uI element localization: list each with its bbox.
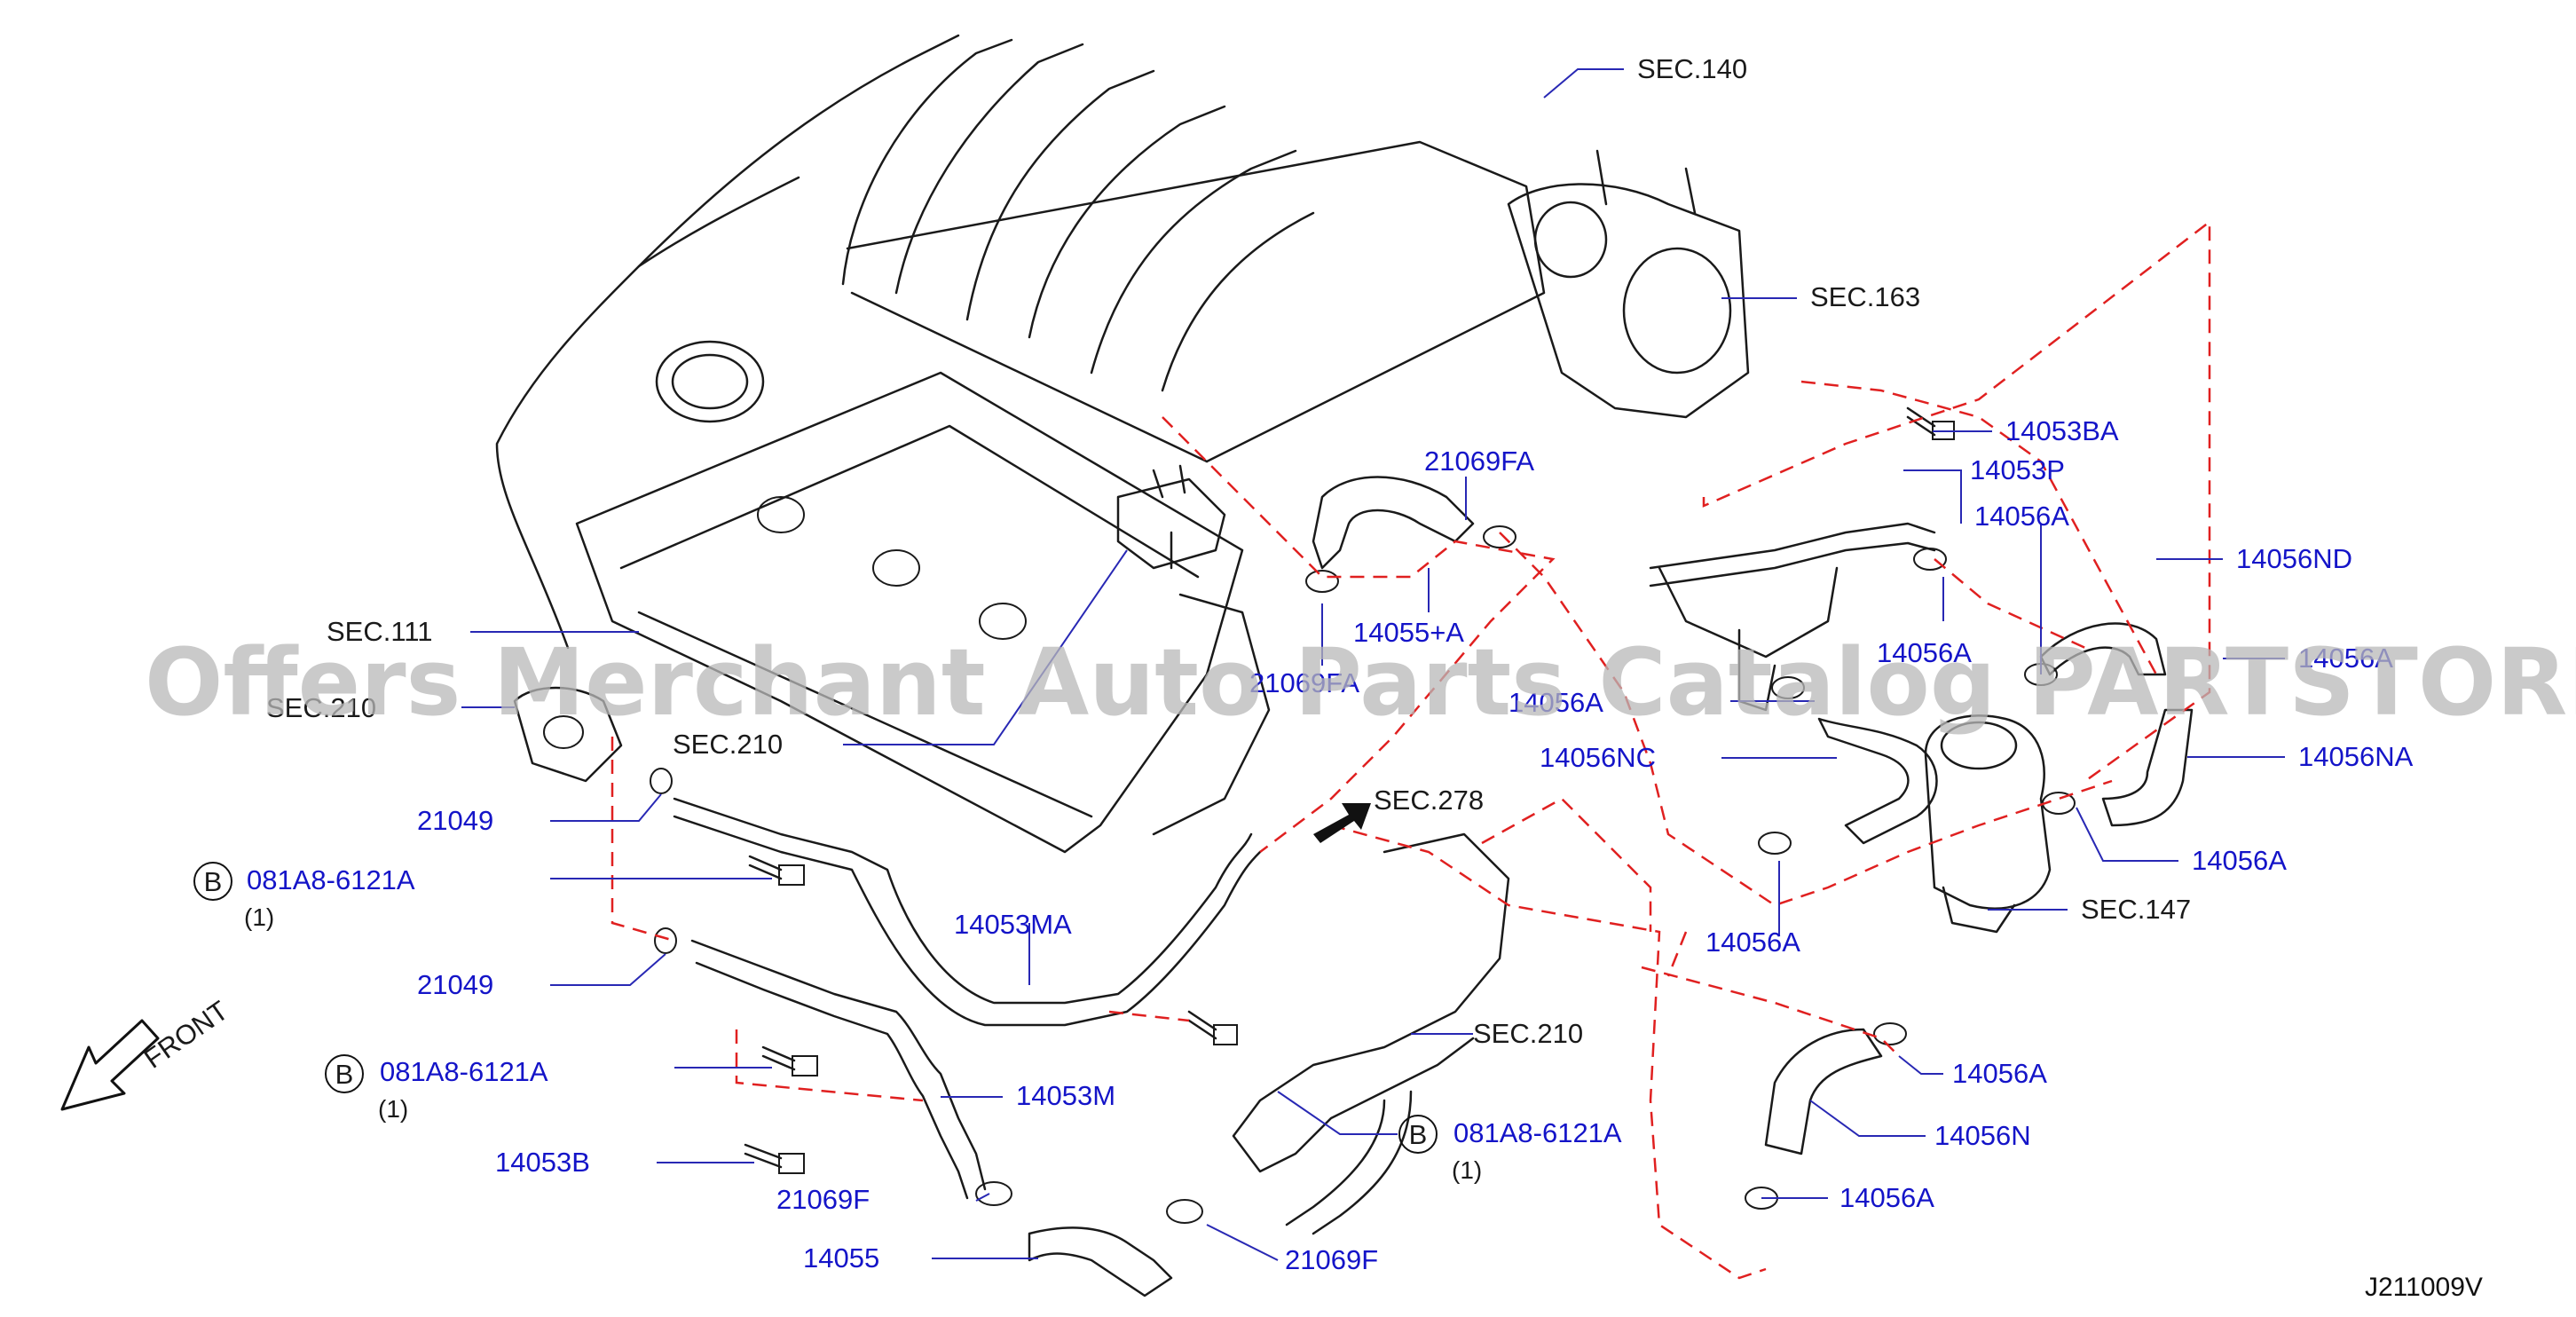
label-14056na[interactable]: 14056NA [2298, 741, 2414, 772]
label-qty-1: (1) [244, 903, 274, 931]
label-sec140[interactable]: SEC.140 [1637, 53, 1747, 84]
hoses [650, 406, 2194, 1297]
callout-b-2: B [325, 1054, 364, 1093]
label-21069fa-bottom[interactable]: 21069FA [1249, 667, 1359, 698]
label-14055[interactable]: 14055 [803, 1242, 879, 1274]
label-21069f-2[interactable]: 21069F [1285, 1244, 1378, 1275]
label-21049-2[interactable]: 21049 [417, 969, 493, 1000]
callout-b-letter: B [1409, 1119, 1428, 1150]
assembly-dash-lines [611, 219, 2211, 1280]
label-14055-a[interactable]: 14055+A [1353, 617, 1464, 648]
label-14056a-3[interactable]: 14056A [2298, 643, 2393, 674]
callout-b-3: B [1398, 1115, 1438, 1154]
label-sec210-left[interactable]: SEC.210 [266, 692, 376, 723]
callout-b-letter: B [204, 866, 223, 897]
label-sec210-mid[interactable]: SEC.210 [673, 729, 783, 760]
label-sec163[interactable]: SEC.163 [1810, 281, 1920, 312]
label-qty-2: (1) [378, 1095, 408, 1123]
diagram-code: J211009V [2365, 1273, 2483, 1302]
label-sec278[interactable]: SEC.278 [1374, 785, 1484, 816]
label-14056a-4[interactable]: 14056A [1509, 687, 1603, 718]
front-arrow-icon [60, 1019, 160, 1111]
label-sec147[interactable]: SEC.147 [2081, 894, 2191, 925]
sec278-arrow [1313, 803, 1371, 843]
label-081a8-6121a-1[interactable]: 081A8-6121A [247, 864, 415, 895]
label-14053b[interactable]: 14053B [495, 1147, 590, 1178]
label-14056a-7[interactable]: 14056A [1952, 1058, 2047, 1089]
label-14053p[interactable]: 14053P [1970, 454, 2065, 485]
watermark: Offers Merchant Auto Parts Catalog PARTS… [145, 628, 2576, 737]
label-081a8-6121a-2[interactable]: 081A8-6121A [380, 1056, 548, 1087]
engine-outline [495, 34, 1750, 854]
label-sec210-lower[interactable]: SEC.210 [1473, 1018, 1583, 1049]
callout-b-letter: B [335, 1059, 354, 1090]
leader-lines [461, 68, 2285, 1261]
label-14056nd[interactable]: 14056ND [2236, 543, 2352, 574]
label-sec111[interactable]: SEC.111 [327, 616, 432, 647]
label-14056a-6[interactable]: 14056A [1706, 927, 1800, 958]
label-21049-1[interactable]: 21049 [417, 805, 493, 836]
label-qty-3: (1) [1452, 1156, 1482, 1184]
label-14056nc[interactable]: 14056NC [1540, 742, 1656, 773]
label-14053m[interactable]: 14053M [1016, 1080, 1115, 1111]
label-14056a-2[interactable]: 14056A [1877, 637, 1972, 668]
part-labels: SEC.140 SEC.163 SEC.111 SEC.210 SEC.210 … [244, 53, 2414, 1275]
label-14056a-8[interactable]: 14056A [1839, 1182, 1934, 1213]
label-14056a-1[interactable]: 14056A [1974, 501, 2069, 532]
front-label: FRONT [138, 995, 234, 1075]
label-081a8-6121a-3[interactable]: 081A8-6121A [1453, 1117, 1622, 1148]
callout-b-1: B [193, 862, 232, 901]
label-14053ba[interactable]: 14053BA [2005, 415, 2119, 446]
label-14056n[interactable]: 14056N [1934, 1120, 2031, 1151]
label-21069f-1[interactable]: 21069F [776, 1184, 870, 1215]
label-14056a-5[interactable]: 14056A [2192, 845, 2287, 876]
label-14053ma[interactable]: 14053MA [954, 909, 1072, 940]
label-21069fa-top[interactable]: 21069FA [1424, 446, 1534, 477]
